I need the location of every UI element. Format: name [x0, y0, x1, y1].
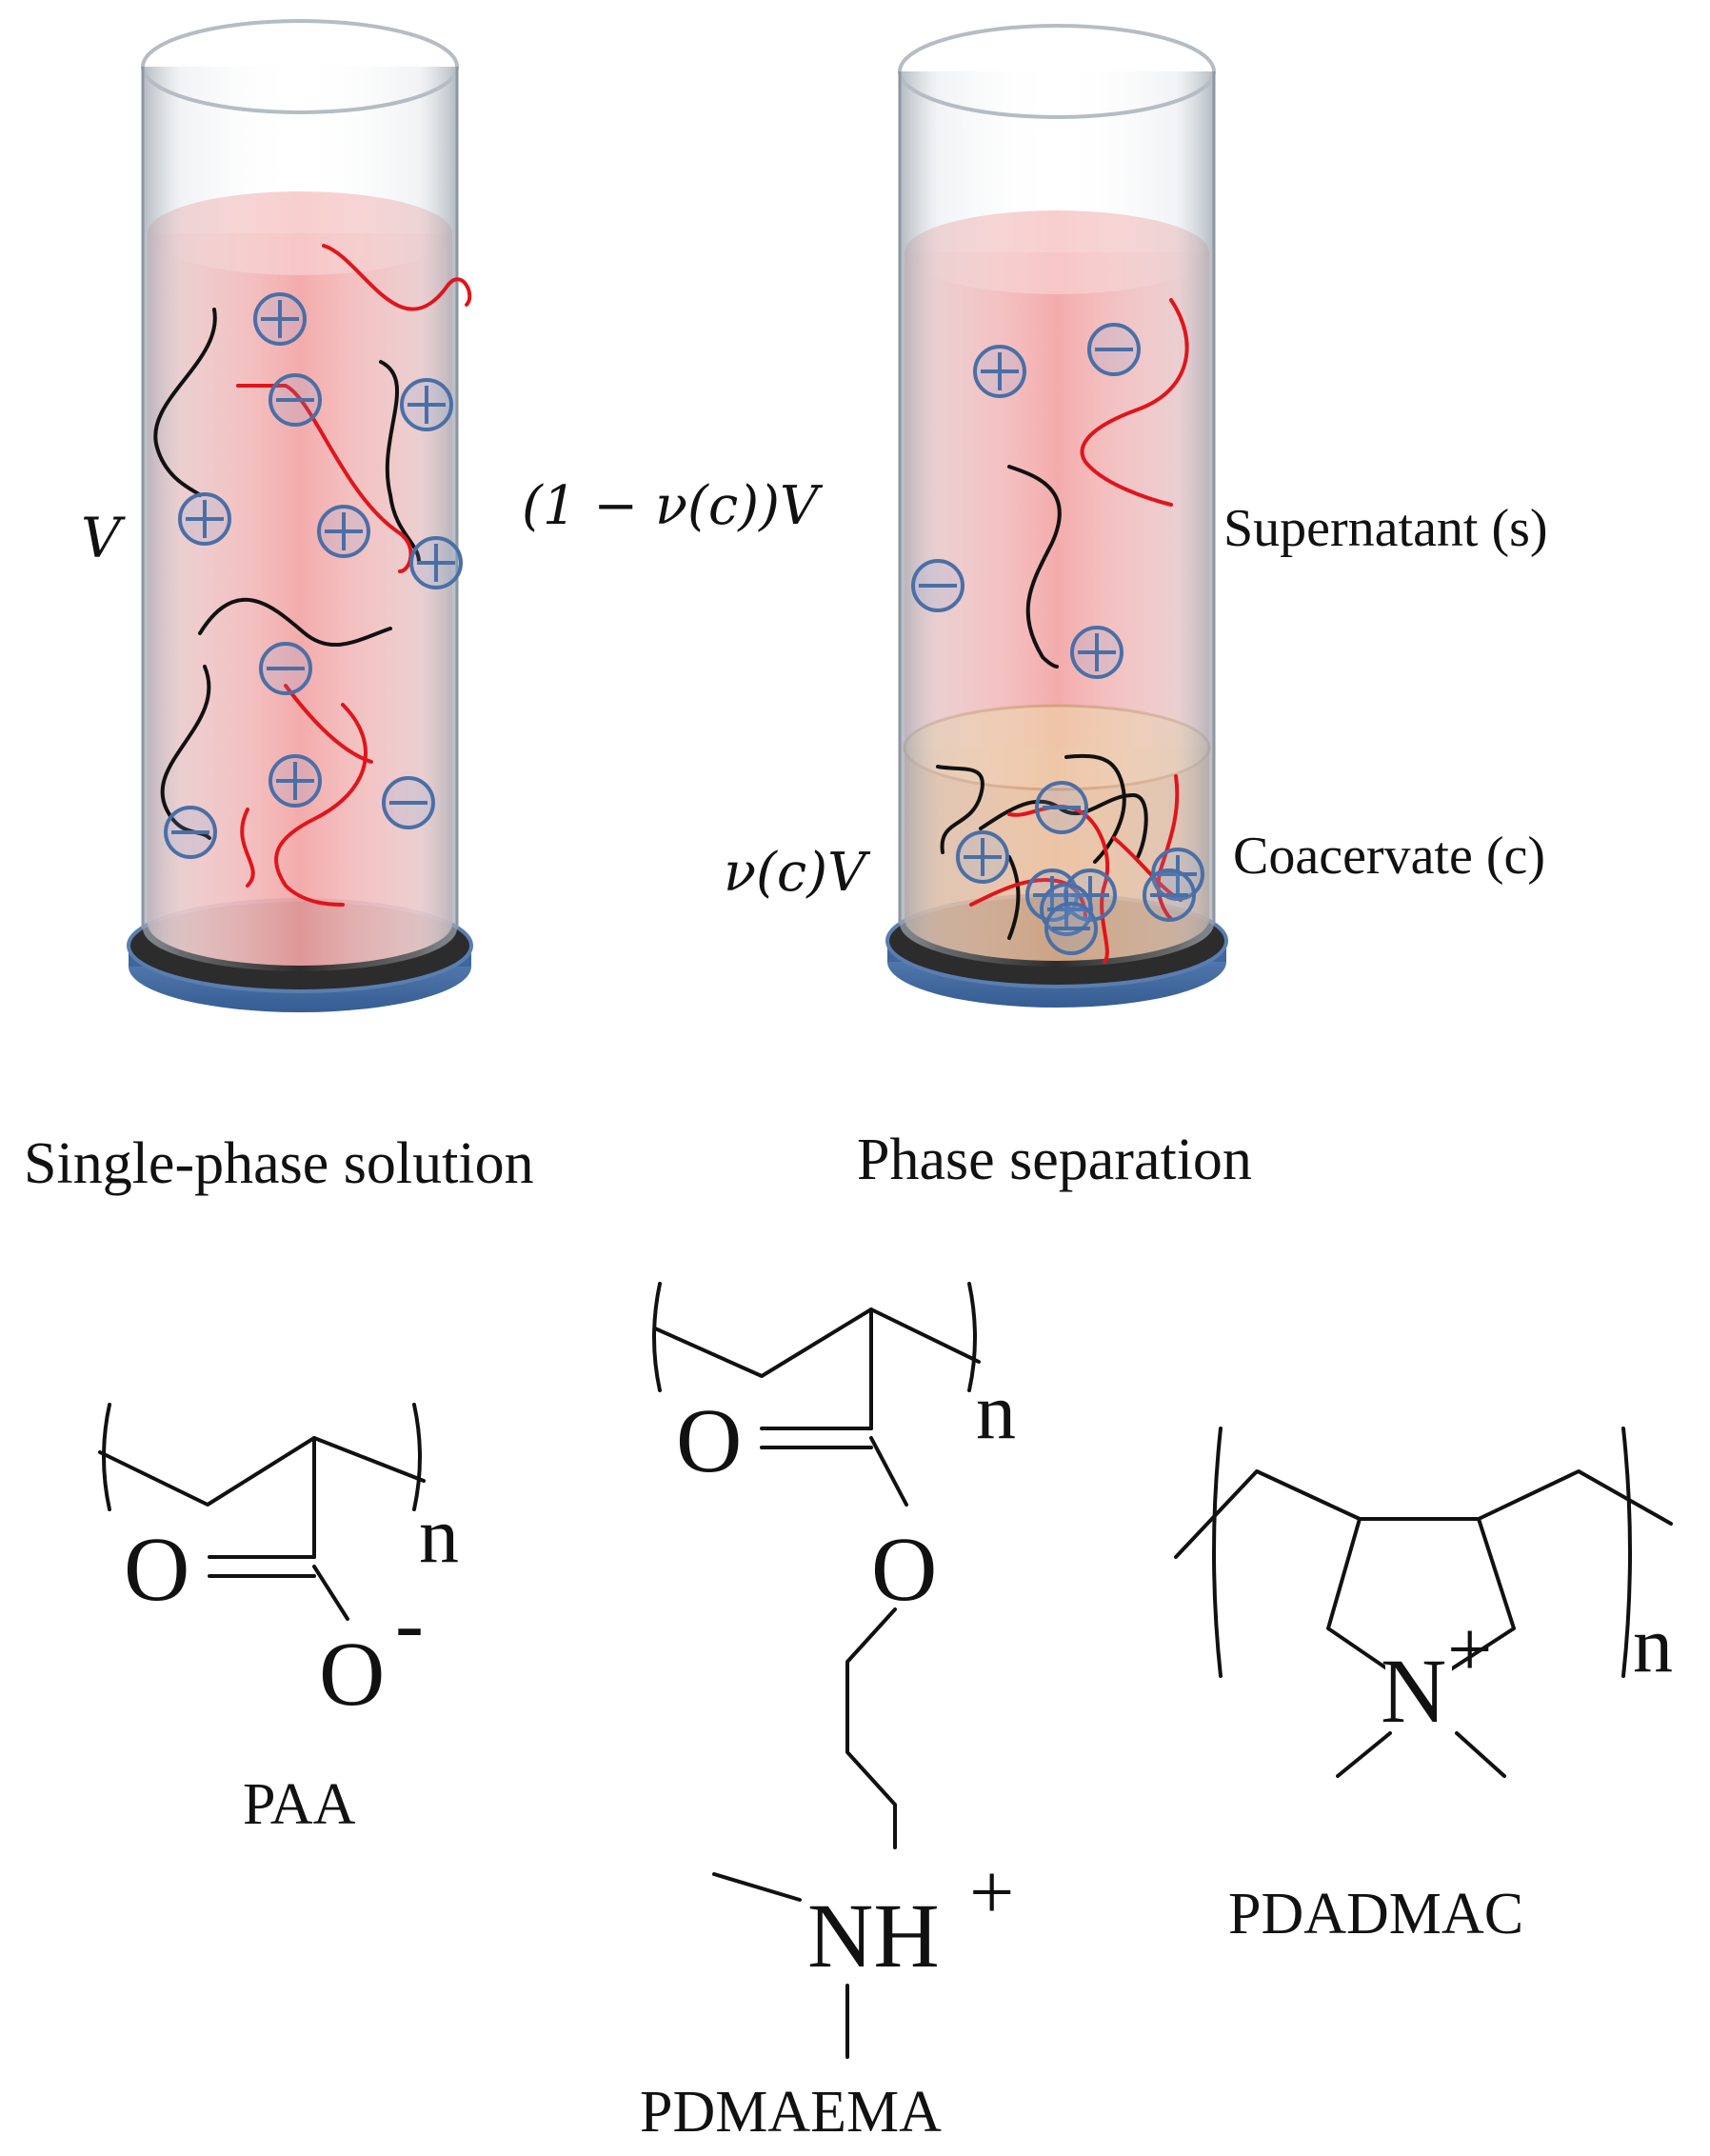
left-polyanion-chain [240, 808, 255, 888]
anion-symbol [268, 373, 322, 427]
right-polyanion-chain [1156, 774, 1180, 921]
left-polycation-chain [198, 597, 392, 648]
anion-symbol [382, 776, 435, 829]
supernatant-volume-label: (1 − ν(c))V [522, 475, 824, 537]
left-polycation-chain [379, 360, 421, 564]
coacervate-volume-label: ν(c)V [724, 842, 871, 904]
right-polyanion-chain [1080, 298, 1189, 507]
coacervate-label: Coacervate (c) [1233, 827, 1545, 886]
cation-symbol [253, 292, 307, 346]
pdadmac-name: PDADMAC [1228, 1882, 1523, 1946]
phase-separation-caption: Phase separation [857, 1128, 1252, 1192]
right-polycation-chain [1064, 753, 1126, 864]
paa-carboxylate-oxygen: O [319, 1623, 385, 1725]
pdmaema-ester-oxygen: O [871, 1518, 937, 1620]
right-polyanion-chain [969, 878, 1087, 921]
cation-symbol [1151, 848, 1204, 901]
anion-symbol [1035, 781, 1088, 834]
anion-symbol [259, 642, 312, 695]
anion-symbol [1087, 323, 1141, 376]
anion-symbol [1143, 868, 1196, 922]
pdmaema-charge: + [969, 1848, 1014, 1937]
cation-symbol [409, 536, 463, 589]
right-polycation-chain [1007, 465, 1062, 669]
pdmaema-amine: NH [807, 1885, 940, 1986]
cation-symbol [1070, 626, 1123, 679]
left-volume-label: V [81, 506, 126, 570]
pdadmac-n: n [1633, 1601, 1673, 1689]
cation-symbol [317, 505, 370, 558]
right-polycation-chain [1007, 855, 1021, 940]
anion-symbol [164, 806, 217, 859]
supernatant-label: Supernatant (s) [1223, 499, 1548, 558]
right-ions [911, 323, 1204, 955]
pdadmac-nitrogen: N [1381, 1640, 1446, 1742]
paa-name: PAA [243, 1772, 356, 1837]
cation-symbol [956, 830, 1009, 884]
paa-n: n [419, 1491, 459, 1580]
left-ions [164, 292, 463, 859]
cation-symbol [178, 492, 231, 546]
left-polyanion-chain [322, 244, 472, 311]
left-tube [127, 19, 473, 1012]
cation-symbol [1040, 883, 1093, 936]
cation-symbol [400, 378, 453, 431]
pdadmac-charge: + [1447, 1606, 1492, 1694]
left-polycation-chain [153, 308, 217, 497]
paa-carbonyl-oxygen: O [124, 1518, 189, 1620]
paa-structure: O O - n PAA [98, 1403, 459, 1837]
cation-symbol [973, 345, 1026, 398]
right-tube-glass [900, 71, 1214, 967]
paa-charge: - [395, 1577, 424, 1671]
right-polycation-chain [936, 765, 984, 854]
right-tube [885, 24, 1228, 1008]
anion-symbol [911, 559, 964, 612]
pdmaema-structure: O O NH + n PDMAEMA [640, 1282, 1016, 2145]
pdadmac-structure: N + n PDADMAC [1174, 1427, 1673, 1946]
left-polyanion-chain [274, 703, 368, 907]
pdmaema-name: PDMAEMA [640, 2080, 942, 2145]
right-polycation-chain [979, 792, 1148, 859]
cation-symbol [268, 754, 322, 808]
pdmaema-n: n [976, 1367, 1016, 1456]
left-polyanion-chain [284, 684, 373, 764]
anion-symbol [1044, 902, 1098, 955]
single-phase-caption: Single-phase solution [24, 1131, 534, 1196]
pdmaema-carbonyl-oxygen: O [676, 1389, 742, 1491]
